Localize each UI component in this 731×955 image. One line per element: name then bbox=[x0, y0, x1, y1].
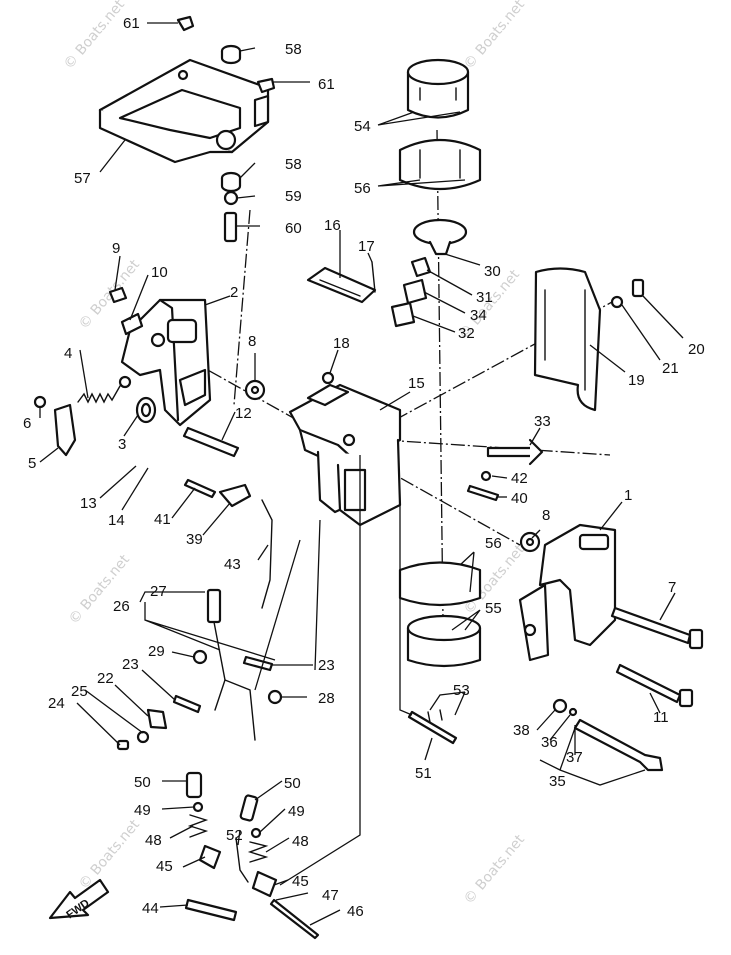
callout-4: 4 bbox=[64, 345, 72, 362]
tilt-lever-parts bbox=[33, 375, 157, 457]
callout-58: 58 bbox=[285, 41, 302, 58]
watermark: © Boats.net bbox=[76, 816, 143, 892]
callout-11: 11 bbox=[653, 709, 669, 726]
callout-61: 61 bbox=[123, 15, 140, 32]
callout-5: 5 bbox=[28, 455, 36, 472]
callout-14: 14 bbox=[108, 512, 125, 529]
callout-15: 15 bbox=[408, 375, 425, 392]
callout-45: 45 bbox=[156, 858, 173, 875]
callout-10: 10 bbox=[151, 264, 168, 281]
callout-23: 23 bbox=[122, 656, 139, 673]
callout-61: 61 bbox=[318, 76, 335, 93]
callout-23: 23 bbox=[318, 657, 335, 674]
bolt-washer-parts bbox=[176, 15, 276, 243]
swivel-bolt-parts bbox=[466, 438, 544, 502]
callout-53: 53 bbox=[453, 682, 470, 699]
leader-lines bbox=[39, 22, 684, 926]
callout-25: 25 bbox=[71, 683, 88, 700]
callout-27: 27 bbox=[150, 583, 167, 600]
callout-20: 20 bbox=[688, 341, 705, 358]
callout-44: 44 bbox=[142, 900, 159, 917]
callout-8: 8 bbox=[542, 507, 550, 524]
callout-56: 56 bbox=[354, 180, 371, 197]
callout-48: 48 bbox=[145, 832, 162, 849]
callout-36: 36 bbox=[541, 734, 558, 751]
callout-45: 45 bbox=[292, 873, 309, 890]
callout-30: 30 bbox=[484, 263, 501, 280]
callout-7: 7 bbox=[668, 579, 676, 596]
callout-labels: 61 58 61 54 57 58 56 59 60 16 17 9 10 30… bbox=[23, 15, 705, 920]
callout-19: 19 bbox=[628, 372, 645, 389]
callout-59: 59 bbox=[285, 188, 302, 205]
swivel-bracket-part bbox=[288, 383, 402, 527]
callout-37: 37 bbox=[566, 749, 583, 766]
callout-55: 55 bbox=[485, 600, 502, 617]
lock-assembly-parts bbox=[184, 771, 320, 940]
callout-58: 58 bbox=[285, 156, 302, 173]
callout-48: 48 bbox=[292, 833, 309, 850]
through-bolt-parts bbox=[610, 606, 704, 708]
callout-24: 24 bbox=[48, 695, 65, 712]
callout-60: 60 bbox=[285, 220, 302, 237]
callout-50: 50 bbox=[134, 774, 151, 791]
plate-screw-parts bbox=[306, 261, 377, 385]
bracket-frame-part bbox=[98, 58, 270, 164]
steering-bushing-parts bbox=[390, 58, 482, 328]
callout-31: 31 bbox=[476, 289, 493, 306]
callout-51: 51 bbox=[415, 765, 432, 782]
watermark: © Boats.net bbox=[66, 551, 133, 627]
clamp-screw-parts bbox=[108, 286, 144, 336]
callout-42: 42 bbox=[511, 470, 528, 487]
callout-34: 34 bbox=[470, 307, 487, 324]
callout-29: 29 bbox=[148, 643, 165, 660]
callout-9: 9 bbox=[112, 240, 120, 257]
callout-40: 40 bbox=[511, 490, 528, 507]
callout-35: 35 bbox=[549, 773, 566, 790]
callout-26: 26 bbox=[113, 598, 130, 615]
shaft-pin-parts bbox=[407, 709, 458, 745]
callout-33: 33 bbox=[534, 413, 551, 430]
lever-link-parts bbox=[183, 478, 273, 609]
callout-18: 18 bbox=[333, 335, 350, 352]
forward-direction-arrow: FWD bbox=[48, 878, 110, 921]
watermark: © Boats.net bbox=[61, 0, 128, 73]
swivel-cover-part bbox=[533, 267, 645, 412]
tilt-lever-assembly-parts bbox=[116, 588, 283, 751]
callout-43: 43 bbox=[224, 556, 241, 573]
callout-54: 54 bbox=[354, 118, 371, 135]
callout-2: 2 bbox=[230, 284, 238, 301]
callout-52: 52 bbox=[226, 827, 243, 844]
callout-47: 47 bbox=[322, 887, 339, 904]
callout-32: 32 bbox=[458, 325, 475, 342]
clamp-bracket-left-part bbox=[120, 298, 212, 427]
callout-3: 3 bbox=[118, 436, 126, 453]
callout-1: 1 bbox=[624, 487, 632, 504]
callout-39: 39 bbox=[186, 531, 203, 548]
callout-38: 38 bbox=[513, 722, 530, 739]
callout-49: 49 bbox=[134, 802, 151, 819]
callout-12: 12 bbox=[235, 405, 252, 422]
callout-56: 56 bbox=[485, 535, 502, 552]
callout-16: 16 bbox=[324, 217, 341, 234]
callout-57: 57 bbox=[74, 170, 91, 187]
clamp-bracket-right-part bbox=[518, 523, 617, 662]
callout-46: 46 bbox=[347, 903, 364, 920]
callout-6: 6 bbox=[23, 415, 31, 432]
callout-41: 41 bbox=[154, 511, 171, 528]
callout-8: 8 bbox=[248, 333, 256, 350]
callout-17: 17 bbox=[358, 238, 375, 255]
watermark: © Boats.net bbox=[461, 831, 528, 907]
lower-bushing-parts bbox=[398, 561, 482, 668]
callout-13: 13 bbox=[80, 495, 97, 512]
watermark: © Boats.net bbox=[461, 0, 528, 73]
callout-50: 50 bbox=[284, 775, 301, 792]
washer-pin-parts bbox=[182, 379, 541, 553]
callout-49: 49 bbox=[288, 803, 305, 820]
callout-28: 28 bbox=[318, 690, 335, 707]
tilt-rod-parts bbox=[552, 698, 664, 772]
callout-21: 21 bbox=[662, 360, 679, 377]
callout-22: 22 bbox=[97, 670, 114, 687]
